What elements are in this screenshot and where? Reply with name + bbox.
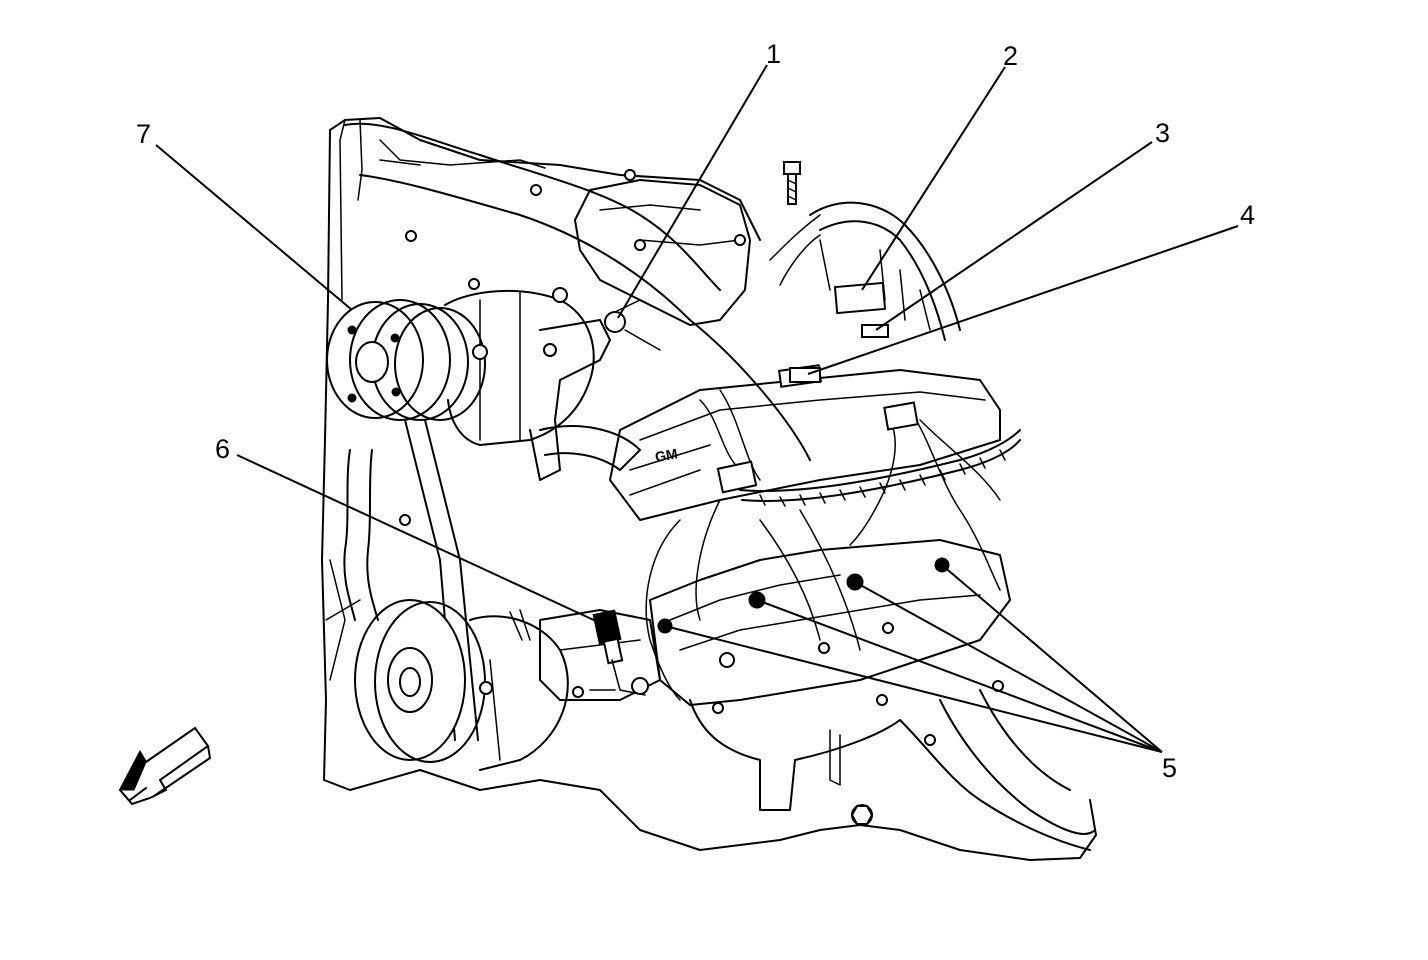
upper-pulley <box>326 299 486 421</box>
wiring-harness-upper <box>809 201 961 331</box>
leader-5d <box>941 564 1163 753</box>
leader-6 <box>236 454 599 623</box>
callout-1: 1 <box>766 39 781 69</box>
callout-4: 4 <box>1240 200 1255 230</box>
mounting-bolt <box>783 161 801 205</box>
callout-7: 7 <box>136 119 151 149</box>
pump-body <box>444 289 595 446</box>
valve-cover <box>609 369 1001 521</box>
leader-5c <box>854 581 1163 753</box>
leader-2 <box>861 66 1006 291</box>
engine-illustration: GM <box>321 117 1097 861</box>
leader-1 <box>617 64 768 319</box>
gm-marking: GM <box>654 445 679 465</box>
injection-line-harness <box>739 429 1021 492</box>
front-direction-arrow-icon <box>118 726 211 806</box>
leader-5b <box>756 599 1163 753</box>
leader-7 <box>155 144 353 311</box>
callout-6: 6 <box>215 434 230 464</box>
callout-labels: 1 2 3 4 5 6 7 <box>136 39 1255 783</box>
sensor-item-6 <box>592 609 649 696</box>
engine-block-outline <box>321 117 1097 861</box>
intake-plenum <box>574 179 751 326</box>
leader-3 <box>875 141 1153 331</box>
leader-lines <box>155 64 1239 753</box>
leader-4 <box>807 225 1239 375</box>
callout-3: 3 <box>1155 118 1170 148</box>
intake-tube <box>344 122 721 291</box>
callout-5: 5 <box>1162 753 1177 783</box>
callout-2: 2 <box>1003 41 1018 71</box>
exhaust-downpipe <box>939 699 1096 835</box>
leader-5a <box>664 625 1163 753</box>
exhaust-manifold <box>649 539 1011 706</box>
